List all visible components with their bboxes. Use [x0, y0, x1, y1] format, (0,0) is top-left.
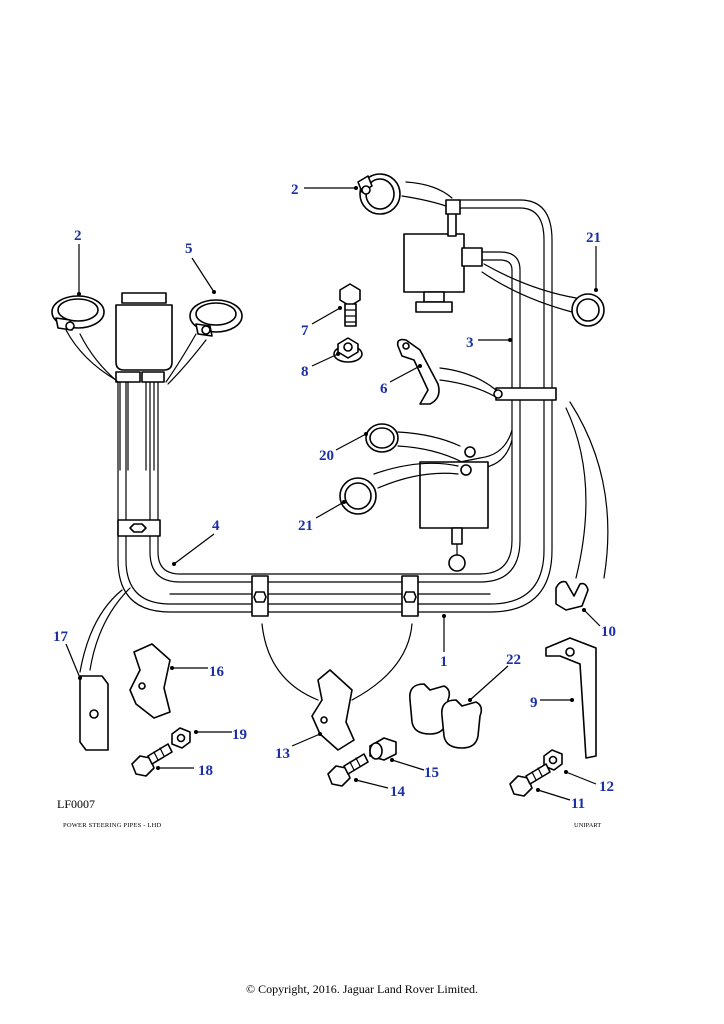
callout-8: 8	[301, 364, 309, 380]
hose-clamp-right	[189, 299, 243, 337]
callout-15: 15	[424, 765, 439, 781]
pipe-clamp-middle-left	[251, 575, 269, 617]
callout-21-lower: 21	[298, 518, 313, 534]
steering-box	[419, 446, 489, 572]
grommet-15	[369, 737, 397, 761]
clip-22	[408, 683, 483, 749]
callout-18: 18	[198, 763, 213, 779]
callout-12: 12	[599, 779, 614, 795]
callout-6: 6	[380, 381, 388, 397]
diagram-caption: POWER STEERING PIPES - LHD	[63, 822, 162, 829]
pipe-clamp-middle-right	[401, 575, 419, 617]
hose-clamp-top	[357, 173, 401, 215]
callout-19: 19	[232, 727, 247, 743]
callout-14: 14	[390, 784, 406, 800]
callout-13: 13	[275, 746, 290, 762]
callout-21-upper: 21	[586, 230, 601, 246]
diagram-reference-code: LF0007	[57, 797, 96, 811]
bracket-13	[311, 669, 355, 751]
callout-2-left: 2	[74, 228, 82, 244]
pipe-clamp-left	[117, 519, 161, 537]
callout-3: 3	[466, 335, 474, 351]
callout-17: 17	[53, 629, 69, 645]
pipe-bracket-band	[493, 387, 557, 401]
leader-lines	[65, 186, 601, 801]
callout-2-top: 2	[291, 182, 299, 198]
bracket-6	[396, 338, 440, 405]
bracket-16	[129, 643, 171, 719]
o-ring-21-upper	[571, 293, 605, 327]
callout-9: 9	[530, 695, 538, 711]
callout-22: 22	[506, 652, 521, 668]
clip-10	[555, 580, 589, 611]
hose-clamp-left	[51, 295, 105, 331]
bolt-18	[131, 743, 173, 777]
bolt-7	[339, 283, 361, 327]
callout-4: 4	[212, 518, 220, 534]
callout-5: 5	[185, 241, 193, 257]
callout-10: 10	[601, 624, 616, 640]
reservoir	[115, 292, 173, 383]
callout-labels: 2 2 5 21 7 8 3 6 20 21 4 1 10 17 16 22 9…	[53, 182, 616, 812]
assembly-guide-lines	[65, 181, 609, 701]
nut-19	[171, 727, 191, 749]
copyright-notice: © Copyright, 2016. Jaguar Land Rover Lim…	[245, 982, 479, 996]
callout-11: 11	[571, 796, 585, 812]
callout-7: 7	[301, 323, 309, 339]
callout-16: 16	[209, 664, 225, 680]
callout-20: 20	[319, 448, 334, 464]
plate-17	[79, 675, 109, 751]
pump	[403, 199, 483, 313]
bolt-14	[327, 753, 369, 787]
bracket-9	[545, 637, 597, 759]
nut-8	[333, 337, 363, 363]
o-ring-20	[365, 423, 399, 453]
diagram-brand: UNIPART	[574, 822, 602, 829]
o-ring-21-lower	[339, 477, 377, 515]
bolt-11	[509, 763, 551, 797]
pipe-assembly-lower	[117, 199, 553, 613]
callout-1: 1	[440, 654, 448, 670]
